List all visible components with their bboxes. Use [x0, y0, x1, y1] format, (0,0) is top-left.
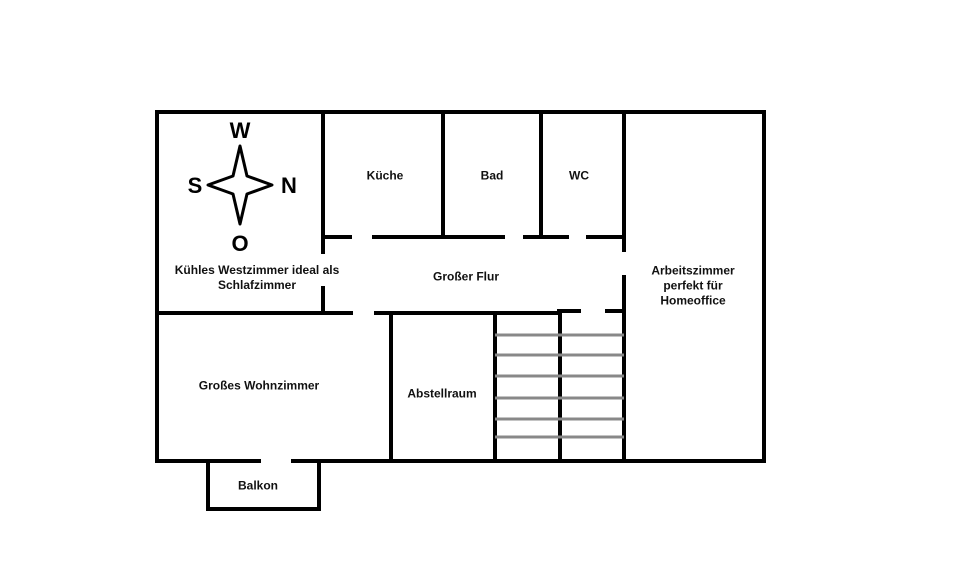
westzimmer-line2: Schlafzimmer	[217, 278, 297, 292]
room-label-abstellraum: Abstellraum	[407, 386, 477, 401]
compass-rose-icon	[206, 144, 274, 226]
room-label-balkon: Balkon	[237, 478, 279, 493]
compass-east: O	[231, 231, 249, 256]
room-label-wc: WC	[569, 168, 589, 183]
stairs	[495, 333, 624, 439]
westzimmer-line1: Kühles Westzimmer ideal als	[174, 263, 340, 277]
balcony-wall	[206, 459, 321, 511]
arbeitszimmer-line1: Arbeitszimmer	[651, 263, 735, 278]
room-label-westzimmer: Kühles Westzimmer ideal als Schlafzimmer	[175, 263, 340, 293]
arbeitszimmer-line2: perfekt für	[663, 278, 723, 293]
walls	[155, 110, 766, 511]
outer-wall	[155, 110, 766, 463]
room-label-flur: Großer Flur	[432, 269, 500, 284]
room-label-bad: Bad	[480, 168, 504, 183]
compass-south: S	[187, 173, 203, 198]
room-label-arbeitszimmer: Arbeitszimmer perfekt für Homeoffice	[651, 264, 734, 309]
compass-north: N	[281, 173, 297, 198]
room-label-wohnzimmer: Großes Wohnzimmer	[198, 378, 320, 393]
arbeitszimmer-line3: Homeoffice	[660, 293, 726, 308]
room-label-kueche: Küche	[366, 168, 404, 183]
compass-west: W	[229, 118, 251, 143]
